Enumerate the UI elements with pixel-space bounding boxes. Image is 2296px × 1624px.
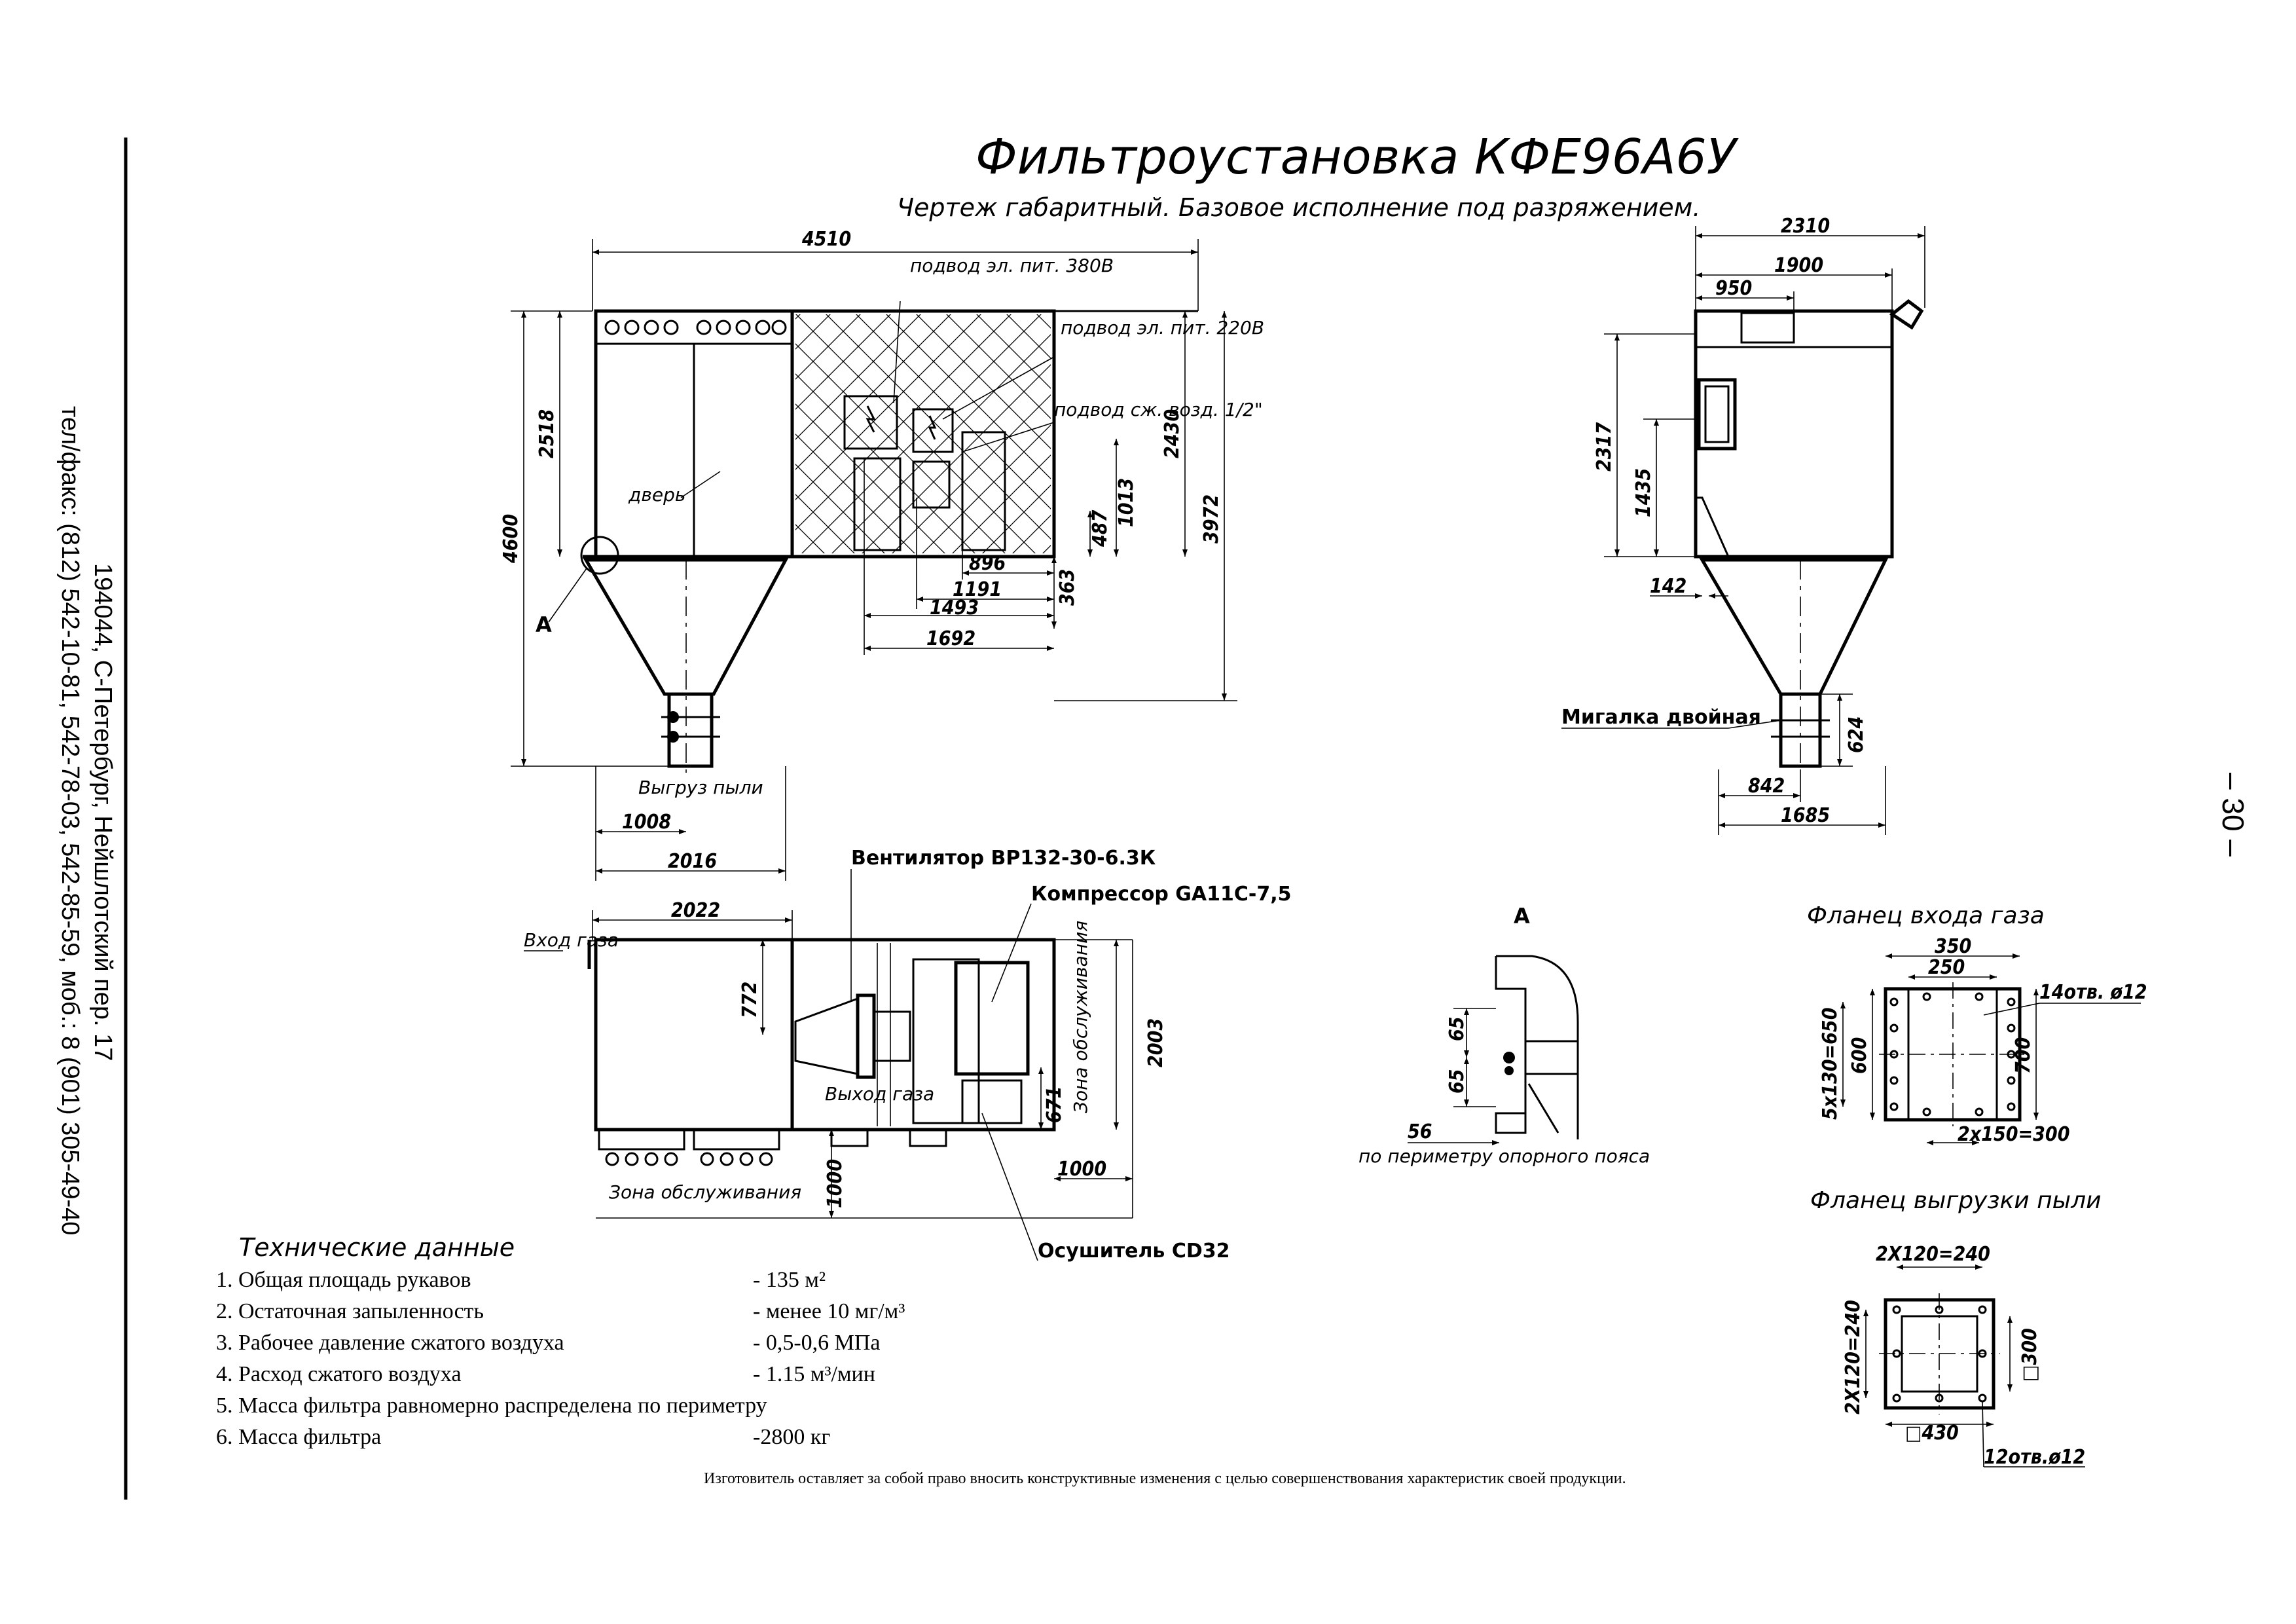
page-subtitle: Чертеж габаритный. Базовое исполнение по…	[897, 193, 1700, 222]
top-fittings	[604, 320, 787, 335]
dim-1008: 1008	[622, 811, 671, 834]
label-air-supply: подвод сж. возд. 1/2"	[1054, 399, 1263, 420]
flange-dust-holes	[1892, 1305, 1987, 1403]
dim-5x130: 5х130=650	[1819, 1008, 1842, 1120]
dim-sq430: □430	[1905, 1422, 1959, 1445]
dim-1000-vertical: 1000	[824, 1159, 847, 1208]
label-fan: Вентилятор ВР132-30-6.3К	[851, 847, 1156, 870]
flange-inlet-holes-label: 14отв. ø12	[2039, 981, 2147, 1004]
tech-data: Технические данные 1. Общая площадь рука…	[216, 1233, 905, 1449]
dim-3972: 3972	[1200, 494, 1223, 544]
dim-896: 896	[969, 552, 1006, 575]
label-power-380-line1: подвод эл. пит. 380В	[910, 255, 1114, 276]
dim-624: 624	[1845, 716, 1868, 753]
label-service-zone-right: Зона обслуживания	[1070, 921, 1091, 1113]
phones-text: тел/факс: (812) 542-10-81, 542-78-03, 54…	[56, 406, 84, 1235]
dim-350: 350	[1935, 935, 1971, 958]
plan-bottom-fittings	[598, 1128, 780, 1166]
flange-inlet-holes	[1889, 992, 2016, 1116]
front-view: А 4510 4600 2518 2430 3972 1013 487 363 …	[500, 228, 1264, 881]
tech-row-4-label: 4. Расход сжатого воздуха	[216, 1362, 462, 1386]
dim-2430: 2430	[1161, 409, 1184, 458]
tech-row-1-label: 1. Общая площадь рукавов	[216, 1268, 471, 1292]
tech-row-2-value: - менее 10 мг/м³	[753, 1299, 905, 1323]
dim-sq300: □300	[2018, 1328, 2041, 1382]
dim-772: 772	[738, 982, 761, 1018]
label-dryer: Осушитель СD32	[1038, 1240, 1230, 1263]
flange-dust: Фланец выгрузки пыли 2Х120=240 2Х120=240…	[1810, 1187, 2102, 1469]
dim-65-bottom: 65	[1446, 1069, 1468, 1094]
detail-a: А 65 65 56 по периметру опорного пояса	[1358, 904, 1650, 1167]
tech-row-6-label: 6. Масса фильтра	[216, 1425, 381, 1449]
detail-a-note: по периметру опорного пояса	[1358, 1145, 1650, 1167]
flange-inlet-title: Фланец входа газа	[1807, 902, 2045, 929]
dim-142: 142	[1650, 575, 1686, 598]
plan-view: 2022 772 2003 671 1000 1000 Вход газа Вы…	[524, 847, 1292, 1263]
dim-1900: 1900	[1774, 254, 1823, 277]
dim-2518: 2518	[536, 409, 558, 458]
dim-1692: 1692	[926, 627, 975, 650]
dim-56: 56	[1408, 1120, 1432, 1143]
dim-700: 700	[2012, 1037, 2035, 1074]
tech-row-3-label: 3. Рабочее давление сжатого воздуха	[216, 1331, 564, 1355]
dim-2003: 2003	[1144, 1018, 1167, 1067]
detail-a-callout: А	[536, 612, 552, 637]
flange-inlet: Фланец входа газа 350 250 14отв. ø12 5х1…	[1807, 902, 2147, 1146]
dim-842: 842	[1748, 775, 1785, 798]
label-power-220: подвод эл. пит. 220В	[1061, 317, 1264, 339]
dim-65-top: 65	[1446, 1016, 1468, 1041]
tech-row-5-label: 5. Масса фильтра равномерно распределена…	[216, 1393, 767, 1418]
address-text: 194044, С-Петербург, Нейшлотский пер. 17	[89, 563, 117, 1061]
dim-2022: 2022	[671, 899, 720, 922]
flange-dust-holes-label: 12отв.ø12	[1984, 1446, 2085, 1469]
dim-1191: 1191	[953, 578, 1002, 601]
label-double-flap: Мигалка двойная	[1561, 706, 1761, 729]
flange-dust-top-dim: 2Х120=240	[1876, 1243, 1990, 1266]
page-number: – 30 –	[2216, 773, 2250, 857]
dim-1435: 1435	[1632, 468, 1655, 517]
dim-671: 671	[1043, 1086, 1066, 1123]
footnote: Изготовитель оставляет за собой право вн…	[704, 1470, 1626, 1487]
label-door: дверь	[628, 484, 685, 506]
flange-dust-left-dim: 2Х120=240	[1842, 1300, 1865, 1414]
dim-1000-horizontal: 1000	[1057, 1158, 1106, 1181]
label-gas-inlet: Вход газа	[524, 929, 619, 951]
dim-1013: 1013	[1115, 478, 1138, 527]
dim-487: 487	[1089, 509, 1112, 547]
tech-row-4-value: - 1.15 м³/мин	[753, 1362, 875, 1386]
label-dust-unload-visible: Выгруз пыли	[638, 777, 763, 798]
dim-250: 250	[1928, 956, 1965, 979]
dim-2016: 2016	[668, 850, 717, 873]
page-title: Фильтроустановка КФЕ96А6У	[975, 129, 1740, 185]
tech-row-2-label: 2. Остаточная запыленность	[216, 1299, 484, 1323]
tech-row-6-value: -2800 кг	[753, 1425, 830, 1449]
label-compressor: Компрессор GA11С-7,5	[1031, 883, 1292, 906]
side-view: 2310 1900 950 2317 1435 142 624 842 1685…	[1561, 215, 1925, 835]
dim-4600: 4600	[500, 514, 522, 564]
label-service-zone-bottom: Зона обслуживания	[609, 1181, 801, 1203]
dim-950: 950	[1715, 277, 1752, 300]
dim-600: 600	[1848, 1037, 1871, 1074]
flange-dust-title: Фланец выгрузки пыли	[1810, 1187, 2102, 1214]
dim-2310: 2310	[1781, 215, 1830, 238]
tech-row-1-value: - 135 м²	[753, 1268, 826, 1292]
label-gas-outlet: Выход газа	[825, 1083, 934, 1105]
detail-a-title: А	[1514, 904, 1530, 929]
dim-1685: 1685	[1781, 804, 1830, 827]
tech-heading: Технические данные	[239, 1233, 515, 1262]
tech-row-3-value: - 0,5-0,6 МПа	[753, 1331, 881, 1355]
dim-1493: 1493	[930, 597, 979, 619]
dim-2317: 2317	[1593, 422, 1616, 471]
dim-2x150: 2х150=300	[1958, 1123, 2069, 1146]
dim-4510: 4510	[801, 228, 851, 251]
detail-a-note-text: по периметру опорного пояса	[1358, 1145, 1650, 1167]
dim-363: 363	[1056, 569, 1079, 606]
